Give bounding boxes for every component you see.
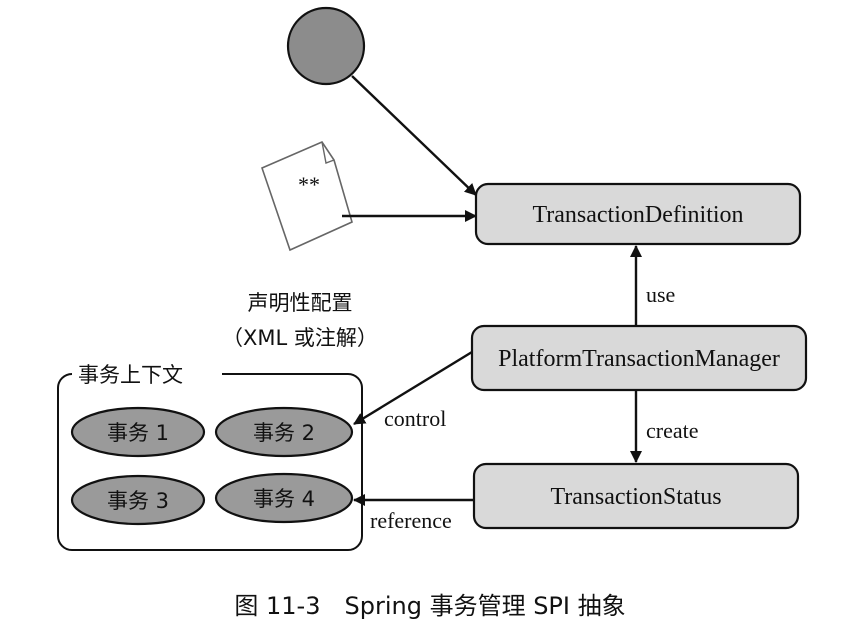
transaction-4-label: 事务 4 xyxy=(253,487,315,511)
transaction-ellipse-1: 事务 1 xyxy=(70,406,206,458)
use-label: use xyxy=(646,282,675,307)
transaction-3-label: 事务 3 xyxy=(107,489,169,513)
programmatic-circle-icon xyxy=(286,6,366,86)
transaction-context-title: 事务上下文 xyxy=(78,363,183,387)
file-icon-mark: ** xyxy=(298,172,320,197)
circle-to-definition-arrow xyxy=(351,75,477,196)
config-label-line2: （XML 或注解） xyxy=(222,326,378,350)
transaction-2-label: 事务 2 xyxy=(253,421,315,445)
platform-transaction-manager-node: PlatformTransactionManager xyxy=(470,324,808,392)
transaction-status-node: TransactionStatus xyxy=(472,462,800,530)
transaction-definition-label: TransactionDefinition xyxy=(532,202,743,228)
transaction-context-group: 事务上下文 事务 1 事务 2 事务 3 事务 4 xyxy=(57,360,363,551)
transaction-1-label: 事务 1 xyxy=(107,421,169,445)
figure-caption: 图 11-3 Spring 事务管理 SPI 抽象 xyxy=(234,592,625,620)
transaction-ellipse-2: 事务 2 xyxy=(214,406,354,458)
create-label: create xyxy=(646,418,699,443)
config-label-line1: 声明性配置 xyxy=(248,291,353,315)
transaction-ellipse-3: 事务 3 xyxy=(70,474,206,526)
transaction-definition-node: TransactionDefinition xyxy=(474,182,802,246)
control-arrow xyxy=(353,350,473,426)
transaction-ellipse-4: 事务 4 xyxy=(214,472,354,524)
config-file-icon: ** xyxy=(261,141,353,252)
control-label: control xyxy=(384,406,446,431)
transaction-status-label: TransactionStatus xyxy=(550,484,721,510)
platform-transaction-manager-label: PlatformTransactionManager xyxy=(498,346,780,372)
reference-label: reference xyxy=(370,508,452,533)
